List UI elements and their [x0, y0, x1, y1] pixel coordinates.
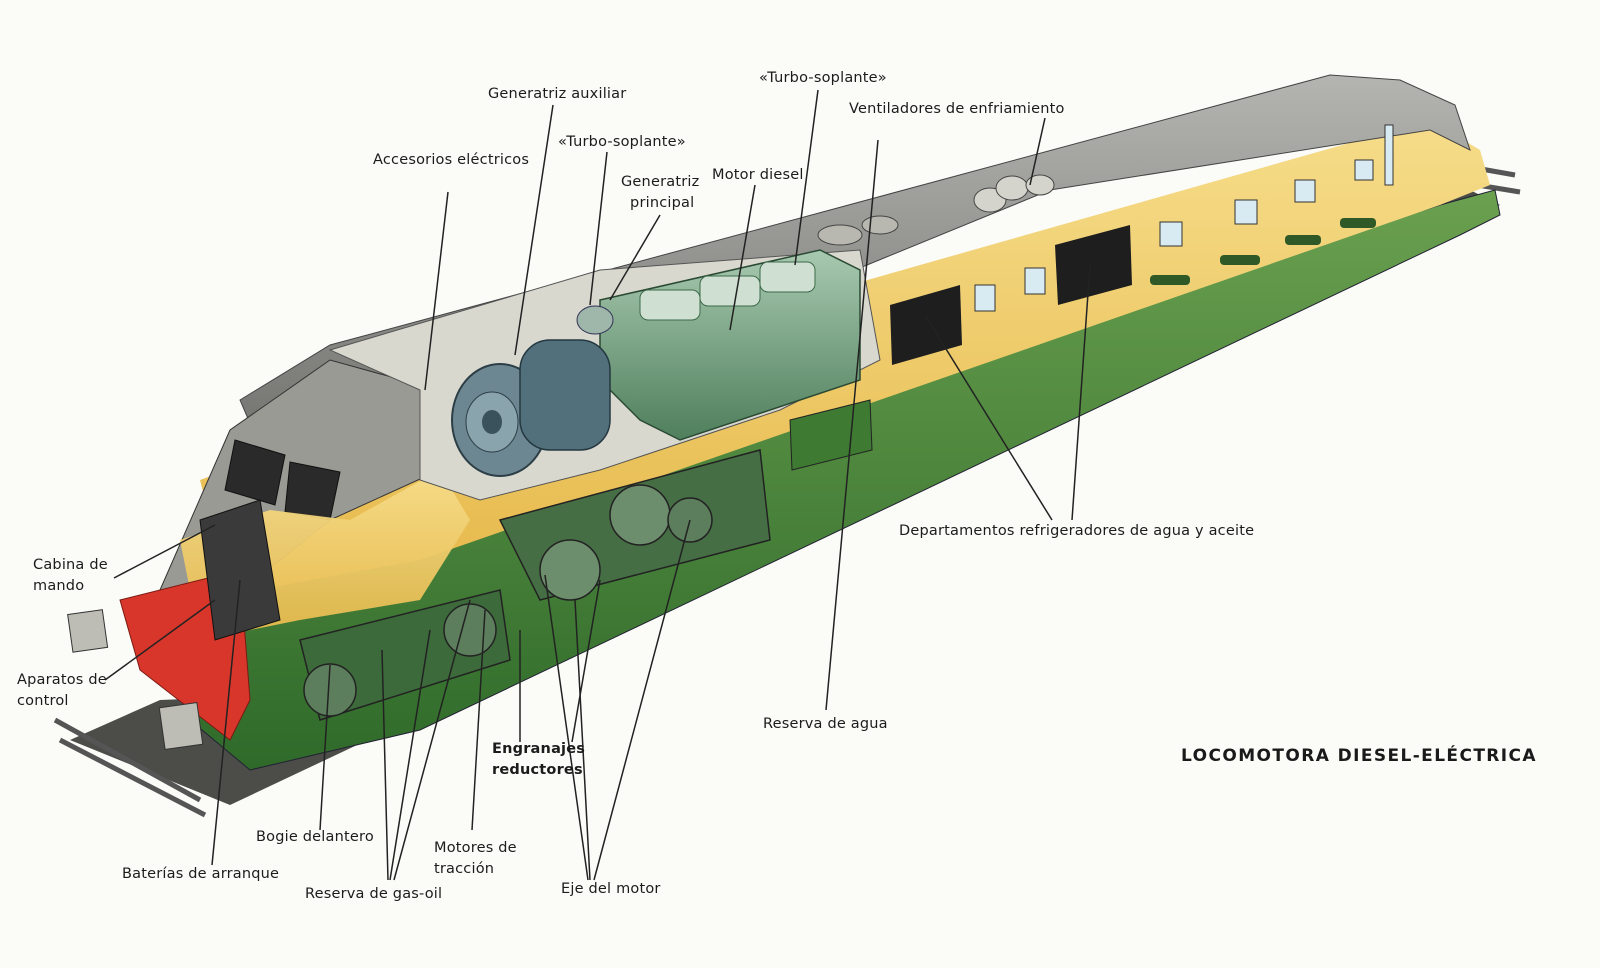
label-aparatos: Aparatos de control — [17, 672, 107, 709]
front-bogie — [299, 589, 511, 721]
engine-cylinders — [639, 261, 816, 321]
rails — [53, 157, 1521, 818]
buffer-left — [67, 609, 109, 653]
label-reserva-gasoil: Reserva de gas-oil — [305, 886, 443, 902]
leader-lines — [104, 89, 1091, 881]
side-windows — [974, 124, 1394, 312]
buffer-right — [158, 701, 204, 751]
rear-bogie — [498, 449, 771, 601]
label-turbo-soplante-mid: «Turbo-soplante» — [558, 134, 686, 150]
diagram-title: LOCOMOTORA DIESEL-ELÉCTRICA — [1181, 746, 1537, 766]
cooling-fans — [973, 174, 1055, 213]
generator-housing — [519, 339, 611, 451]
label-accesorios: Accesorios eléctricos — [373, 152, 530, 168]
label-turbo-soplante-top: «Turbo-soplante» — [759, 70, 887, 86]
label-eje-motor: Eje del motor — [561, 881, 661, 897]
water-tank — [789, 399, 873, 471]
label-baterias: Baterías de arranque — [122, 866, 280, 882]
label-departamentos: Departamentos refrigeradores de agua y a… — [899, 523, 1255, 539]
label-engranajes: Engranajes reductores — [492, 741, 586, 778]
lower-slots — [1150, 218, 1376, 285]
label-reserva-agua: Reserva de agua — [763, 716, 888, 732]
turbo-blower-left — [576, 305, 614, 335]
label-generatriz-auxiliar: Generatriz auxiliar — [488, 86, 627, 102]
label-bogie: Bogie delantero — [256, 829, 374, 845]
control-equipment — [199, 499, 281, 641]
label-ventiladores: Ventiladores de enfriamiento — [849, 101, 1065, 117]
label-motor-diesel: Motor diesel — [712, 167, 804, 183]
label-generatriz-principal: Generatriz principal — [621, 174, 700, 211]
label-motores-traccion: Motores de tracción — [434, 840, 517, 877]
label-cabina: Cabina de mando — [33, 557, 108, 594]
turbo-blower-right — [817, 224, 863, 246]
